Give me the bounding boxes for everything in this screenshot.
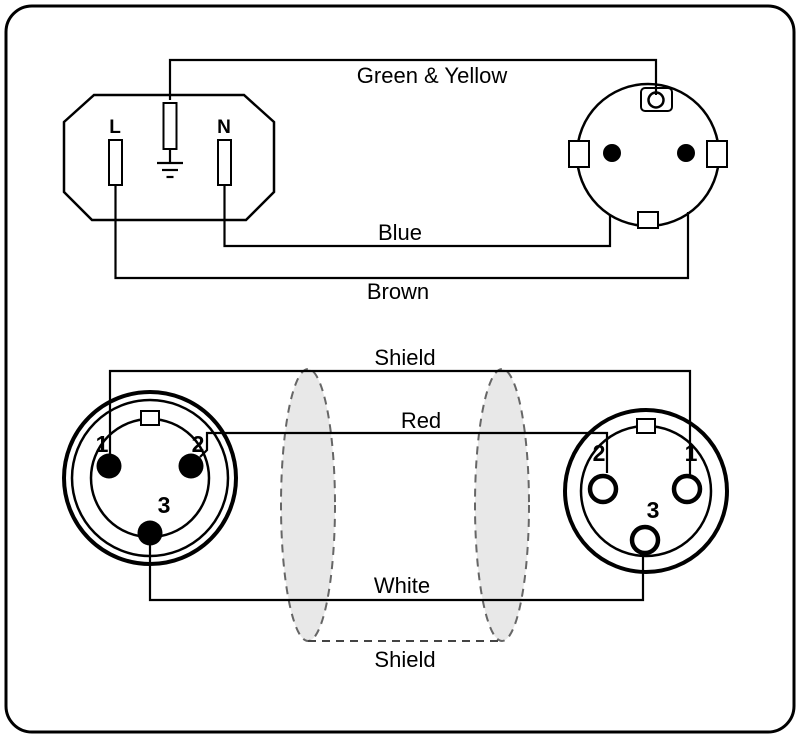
wire-label-red: Red bbox=[401, 408, 441, 433]
schuko-pin-right bbox=[677, 144, 695, 162]
wire-label-green-yellow: Green & Yellow bbox=[357, 63, 508, 88]
schuko-pin-left bbox=[603, 144, 621, 162]
cable-sleeve bbox=[280, 368, 530, 642]
wire-live-brown bbox=[114, 185, 690, 280]
wire-label-brown: Brown bbox=[367, 279, 429, 304]
female-xlr-pin2 bbox=[587, 473, 619, 505]
male-xlr-pin2-label: 2 bbox=[192, 431, 205, 457]
wire-neutral-blue bbox=[223, 185, 612, 248]
male-xlr-keyway bbox=[140, 410, 160, 426]
wire-red bbox=[199, 431, 609, 473]
iec-connector: L N bbox=[62, 93, 276, 222]
female-xlr-pin1-label: 1 bbox=[685, 440, 698, 466]
schuko-notch-right bbox=[706, 140, 728, 168]
wire-label-shield-bottom: Shield bbox=[374, 647, 435, 672]
cable-sleeve-right bbox=[474, 368, 530, 642]
female-xlr-pin3-label: 3 bbox=[647, 497, 660, 523]
wire-label-white: White bbox=[374, 573, 430, 598]
iec-pin-neutral bbox=[217, 139, 232, 186]
wire-white bbox=[148, 545, 645, 602]
schuko-notch-left bbox=[568, 140, 590, 168]
male-xlr-pin1-label: 1 bbox=[96, 431, 109, 457]
female-xlr-keyway bbox=[636, 418, 656, 434]
wire-earth-green-yellow bbox=[168, 58, 658, 100]
iec-pin-earth bbox=[162, 102, 178, 150]
male-xlr-pin3-label: 3 bbox=[158, 492, 171, 518]
wire-shield-top bbox=[108, 369, 692, 477]
iec-pin-live bbox=[108, 139, 123, 186]
male-xlr-pin3 bbox=[137, 520, 163, 546]
wire-label-shield-top: Shield bbox=[374, 345, 435, 370]
female-xlr-pin2-label: 2 bbox=[593, 440, 606, 466]
iec-live-label: L bbox=[109, 117, 121, 138]
female-xlr bbox=[563, 408, 729, 574]
wire-label-blue: Blue bbox=[378, 220, 422, 245]
schuko-plug bbox=[568, 82, 728, 229]
schuko-notch-bottom bbox=[637, 211, 659, 229]
male-xlr-pins: 1 2 3 bbox=[96, 431, 205, 546]
iec-neutral-label: N bbox=[217, 117, 231, 138]
female-xlr-pins: 2 1 3 bbox=[587, 440, 703, 556]
female-xlr-pin3 bbox=[629, 524, 661, 556]
male-xlr-pin1 bbox=[96, 453, 122, 479]
male-xlr-pin2 bbox=[178, 453, 204, 479]
earth-ground-symbol-icon bbox=[157, 149, 183, 179]
female-xlr-pin1 bbox=[671, 473, 703, 505]
male-xlr bbox=[62, 390, 238, 566]
